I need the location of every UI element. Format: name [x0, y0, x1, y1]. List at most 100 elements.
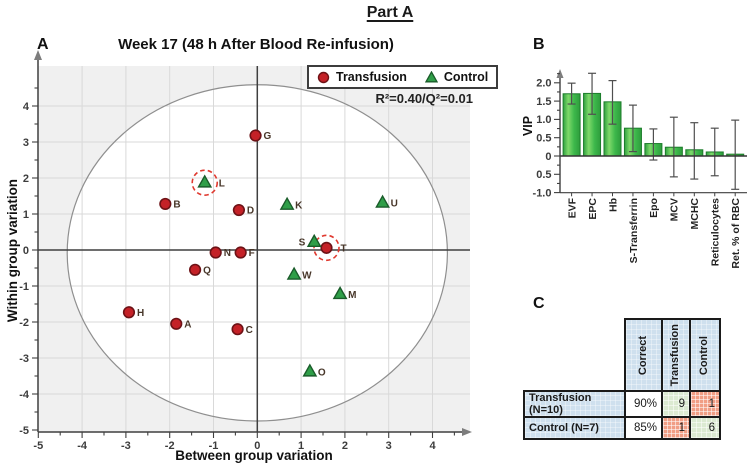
axes: [37, 58, 464, 433]
point-label-T: T: [341, 243, 347, 254]
col-header-transfusion: Transfusion: [661, 317, 691, 393]
point-label-N: N: [224, 248, 231, 259]
row-label-0: Transfusion (N=10): [523, 390, 626, 419]
category-label-Epo: Epo: [648, 198, 660, 218]
svg-text:4: 4: [429, 440, 436, 452]
point-M: [332, 286, 348, 300]
svg-text:-1: -1: [209, 440, 219, 452]
point-label-Q: Q: [203, 265, 211, 276]
svg-text:4: 4: [23, 101, 30, 113]
scatter-x-axis-label: Between group variation: [175, 448, 333, 463]
point-S: [306, 233, 322, 247]
figure-part-title: Part A: [366, 4, 414, 21]
legend-control-label: Control: [443, 70, 489, 84]
svg-text:1: 1: [298, 440, 304, 452]
point-label-F: F: [249, 248, 255, 259]
svg-text:0.5: 0.5: [536, 169, 551, 181]
point-Q: [189, 263, 202, 276]
svg-text:-3: -3: [121, 440, 131, 452]
svg-text:1.0: 1.0: [536, 114, 551, 126]
point-K: [279, 196, 295, 210]
error-bars: [567, 72, 740, 190]
row-label-1: Control (N=7): [523, 416, 626, 441]
cell-r0-c2: 1: [689, 390, 721, 419]
svg-text:1.5: 1.5: [536, 96, 551, 108]
point-label-M: M: [348, 290, 356, 301]
cell-r0-c1: 9: [661, 390, 691, 419]
vip-axis-label: VIP: [521, 115, 535, 137]
point-W: [286, 266, 302, 280]
svg-text:3: 3: [386, 440, 392, 452]
category-label-EPC: EPC: [587, 198, 599, 220]
cell-r1-c2: 6: [689, 416, 721, 441]
scatter-legend: Transfusion Control: [307, 65, 499, 89]
panel-b-letter: B: [533, 36, 545, 53]
axis-ticks: [32, 87, 455, 438]
category-label-EVF: EVF: [566, 197, 578, 218]
svg-text:-1: -1: [19, 281, 29, 293]
point-label-U: U: [391, 198, 398, 209]
transfusion-marker-icon: [317, 71, 330, 84]
svg-text:2.0: 2.0: [536, 78, 551, 90]
point-label-K: K: [295, 201, 303, 212]
category-label-Hb: Hb: [607, 198, 619, 212]
highlight-ring-T: [313, 234, 340, 262]
svg-text:0: 0: [545, 151, 551, 163]
cell-r0-c0: 90%: [624, 390, 663, 419]
point-N: [209, 246, 222, 259]
col-header-text: Transfusion: [669, 324, 682, 387]
category-label-MCHC: MCHC: [689, 198, 701, 230]
svg-text:0.5: 0.5: [536, 133, 551, 145]
x-axis-arrow-icon: [462, 428, 472, 436]
category-label-Reticulocytes: Reticulocytes: [710, 198, 722, 266]
point-G: [249, 129, 262, 142]
svg-text:-4: -4: [19, 389, 30, 401]
table-corner-cell: [524, 319, 625, 391]
svg-text:-5: -5: [19, 425, 29, 437]
svg-text:-1.0: -1.0: [533, 187, 552, 199]
svg-text:2: 2: [23, 173, 29, 185]
col-header-correct: Correct: [624, 317, 663, 393]
point-label-C: C: [246, 325, 253, 336]
point-T: [320, 241, 333, 254]
scatter-title: Week 17 (48 h After Blood Re-infusion): [118, 36, 394, 53]
svg-text:-2: -2: [19, 317, 29, 329]
point-label-A: A: [184, 319, 191, 330]
scatter-y-axis-label: Within group variation: [5, 178, 20, 323]
point-label-D: D: [247, 206, 254, 217]
point-label-B: B: [173, 200, 180, 211]
point-C: [231, 323, 244, 336]
cell-r1-c1: 1: [661, 416, 691, 441]
point-L: [197, 174, 213, 188]
point-label-S: S: [299, 238, 306, 249]
highlight-ring-L: [191, 169, 219, 196]
svg-text:-4: -4: [77, 440, 88, 452]
col-header-text: Correct: [636, 335, 649, 375]
y-axis-arrow-icon: [34, 50, 42, 60]
point-A: [170, 317, 183, 330]
panel-a-letter: A: [37, 36, 49, 53]
point-label-O: O: [318, 367, 326, 378]
bar-y-ticks: [554, 73, 560, 194]
point-B: [159, 197, 172, 211]
svg-text:3: 3: [23, 137, 29, 149]
point-label-G: G: [264, 131, 272, 142]
point-U: [375, 194, 390, 208]
point-O: [302, 363, 318, 377]
model-fit-annotation: R²=0.40/Q²=0.01: [375, 91, 473, 106]
svg-text:-2: -2: [165, 440, 175, 452]
col-header-control: Control: [689, 317, 721, 393]
category-label-S-Transferrin: S-Transferrin: [628, 198, 640, 263]
category-label-Ret. % of RBC: Ret. % of RBC: [730, 198, 742, 269]
panel-c-letter: C: [533, 295, 545, 312]
